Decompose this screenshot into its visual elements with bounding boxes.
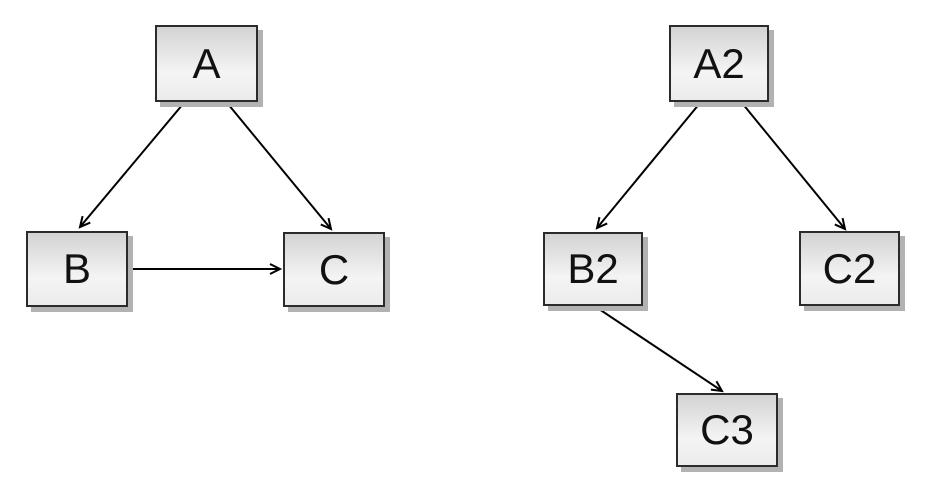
edge-A2-B2 bbox=[595, 102, 701, 230]
edge-B2-C3 bbox=[595, 306, 724, 393]
node-C[interactable]: C bbox=[283, 232, 385, 307]
edge-A-B bbox=[78, 103, 184, 229]
node-A[interactable]: A bbox=[155, 25, 258, 102]
node-B[interactable]: B bbox=[26, 231, 128, 307]
edge-A2-C2 bbox=[741, 102, 847, 231]
node-C2[interactable]: C2 bbox=[799, 231, 900, 306]
node-C3[interactable]: C3 bbox=[676, 393, 778, 467]
node-B2[interactable]: B2 bbox=[543, 232, 643, 306]
edge-A-C bbox=[227, 103, 333, 231]
node-A2[interactable]: A2 bbox=[669, 25, 769, 102]
